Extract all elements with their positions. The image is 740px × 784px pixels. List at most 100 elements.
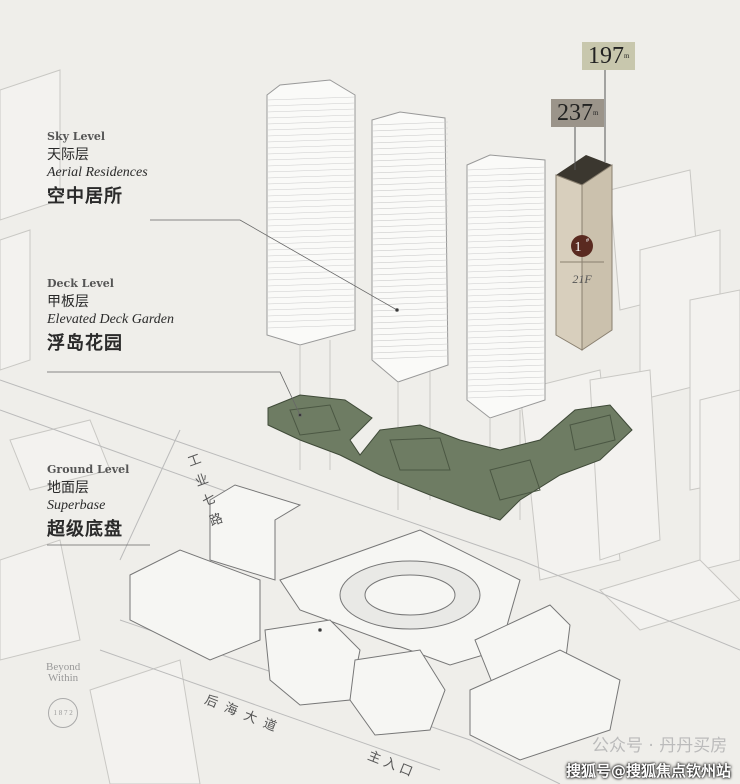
floor-line [371,337,449,342]
floor-line [466,172,546,177]
floor-line [266,252,356,257]
level-en-short: Ground Level [47,463,130,476]
floor-line [371,217,449,222]
floor-line [266,228,356,233]
floor-line [266,216,356,221]
floor-line [266,204,356,209]
floor-line [371,163,449,168]
level-leaders [47,219,399,632]
floor-line [371,301,449,306]
floor-line [266,288,356,293]
level-cn-long: 空中居所 [47,186,123,207]
floor-line [371,175,449,180]
floor-line [371,151,449,156]
level-cn-short: 甲板层 [47,294,89,310]
floor-line [266,234,356,239]
floor-line [266,162,356,167]
level-cn-short: 地面层 [47,480,89,496]
floor-line [466,352,546,357]
floor-line [266,168,356,173]
floor-line [266,132,356,137]
tower-c [466,154,546,419]
floor-line [266,222,356,227]
floor-line [466,220,546,225]
height-tag-197: 197m [582,42,636,70]
floor-line [266,324,356,329]
ground-level-label: Ground Level 地面层 Superbase 超级底盘 [47,463,129,541]
floor-line [466,328,546,333]
floor-line [371,289,449,294]
floor-line [371,193,449,198]
tower-floor-lines [266,96,546,399]
level-en-long: Elevated Deck Garden [47,312,174,327]
floor-line [371,211,449,216]
floor-line [266,192,356,197]
level-en-long: Aerial Residences [47,165,148,180]
level-cn-long: 超级底盘 [47,519,123,540]
floor-line [466,256,546,261]
floor-line [371,319,449,324]
floor-line [266,120,356,125]
floor-line [371,187,449,192]
floor-line [466,304,546,309]
floor-line [371,139,449,144]
floor-line [266,264,356,269]
floor-line [466,292,546,297]
floor-line [466,226,546,231]
floor-line [371,355,449,360]
floor-line [266,300,356,305]
floor-line [371,223,449,228]
floor-line [266,246,356,251]
floor-line [371,181,449,186]
height-unit: m [593,109,599,117]
height-tag-237: 237m [551,99,605,127]
tower-1: 1 # 21F [555,155,613,351]
floor-line [466,238,546,243]
floor-line [466,202,546,207]
tower-floors: 21F [572,272,592,286]
floor-line [266,306,356,311]
floor-line [371,157,449,162]
superbase-buildings [129,484,621,761]
floor-line [466,280,546,285]
floor-line [371,229,449,234]
floor-line [371,283,449,288]
floor-line [466,370,546,375]
logo-line1: Beyond [46,661,81,673]
tower-badge [571,235,593,257]
sohu-watermark: 搜狐号@搜狐焦点钦州站 [566,762,732,780]
floor-line [266,102,356,107]
floor-line [266,180,356,185]
floor-line [466,334,546,339]
floor-line [266,96,356,101]
height-value: 237 [557,100,593,126]
floor-line [371,145,449,150]
floor-line [466,190,546,195]
floor-line [466,250,546,255]
deck-garden [267,394,633,521]
floor-line [266,138,356,143]
floor-line [466,166,546,171]
floor-line [266,198,356,203]
tower-number: 1 [575,240,582,255]
level-en-long: Superbase [47,498,106,513]
floor-line [466,298,546,303]
floor-line [466,364,546,369]
tower-suffix: # [586,238,589,244]
floor-line [371,259,449,264]
floor-line [371,295,449,300]
floor-line [466,346,546,351]
floor-line [466,382,546,387]
wechat-watermark: 公众号 · 丹丹买房 [592,736,728,756]
floor-line [266,114,356,119]
floor-line [266,294,356,299]
floor-line [371,133,449,138]
floor-line [266,126,356,131]
floor-line [466,184,546,189]
level-cn-long: 浮岛花园 [47,333,123,354]
floor-line [266,174,356,179]
floor-line [371,127,449,132]
floor-line [466,268,546,273]
